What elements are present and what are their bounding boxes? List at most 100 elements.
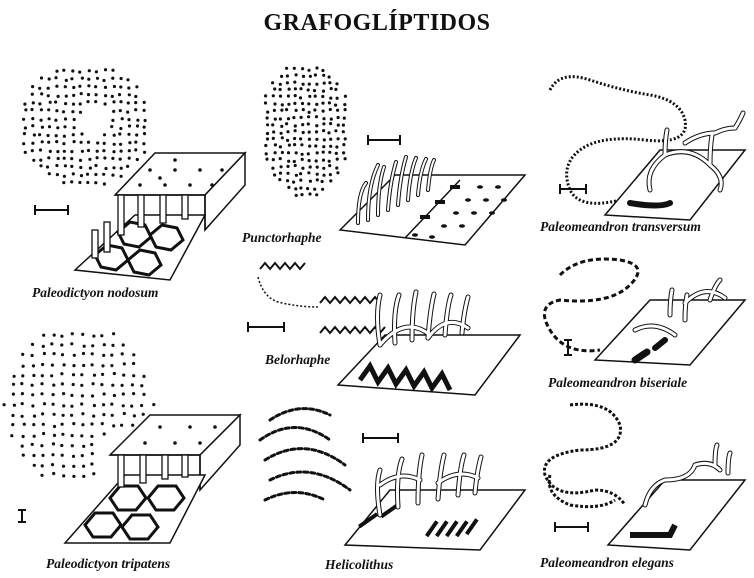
dot: [47, 172, 51, 176]
dot: [71, 102, 76, 106]
dot: [273, 87, 277, 91]
dot: [293, 129, 297, 133]
dot: [320, 179, 324, 184]
dot: [313, 94, 317, 98]
panel-paleomeandron-biseriale: Paleomeandron biseriale: [520, 245, 754, 395]
dot: [52, 412, 56, 416]
dot: [142, 132, 147, 136]
dot: [141, 412, 145, 416]
dot: [315, 66, 319, 70]
dot: [82, 474, 86, 478]
dot: [30, 85, 35, 89]
dot: [285, 81, 289, 85]
dot: [60, 382, 64, 386]
dot: [62, 181, 66, 185]
dot: [39, 158, 43, 162]
dot: [286, 151, 291, 155]
dot: [62, 156, 66, 160]
dot: [46, 133, 50, 138]
dot: [71, 172, 75, 176]
dot: [62, 174, 66, 178]
dot: [80, 132, 84, 136]
panel-paleodictyon-tripatens: Paleodictyon tripatens: [0, 315, 260, 577]
dot: [103, 68, 108, 72]
panel-belorhaphe: Belorhaphe: [240, 255, 530, 405]
dot: [265, 157, 269, 161]
dot: [71, 382, 75, 387]
dot: [329, 117, 333, 121]
dot: [72, 464, 76, 468]
dot: [314, 159, 318, 163]
dot: [321, 109, 325, 113]
dot: [41, 412, 45, 416]
dot: [70, 444, 74, 448]
dot: [64, 94, 68, 98]
dot: [271, 94, 275, 98]
dot: [102, 432, 106, 436]
dot: [134, 140, 138, 144]
dot: [119, 76, 123, 81]
dot: [314, 115, 319, 119]
dot: [30, 149, 34, 153]
dot: [40, 92, 44, 96]
dot: [294, 173, 298, 177]
dot: [78, 180, 82, 185]
dot: [307, 159, 311, 163]
dot: [86, 100, 90, 104]
dot: [102, 149, 106, 153]
dot: [342, 116, 346, 120]
dot: [112, 133, 116, 137]
dot: [40, 374, 44, 378]
dot: [278, 171, 283, 175]
dot: [111, 68, 115, 72]
dot: [327, 131, 331, 135]
dot: [122, 411, 126, 416]
dot: [80, 149, 84, 153]
dot: [22, 422, 26, 426]
dot: [299, 87, 303, 91]
dot: [265, 131, 270, 136]
dot: [273, 143, 277, 147]
dot: [80, 394, 84, 398]
dot: [121, 404, 125, 408]
dot: [102, 343, 106, 347]
dot: [96, 141, 100, 145]
dot: [70, 434, 74, 438]
dot: [301, 130, 305, 135]
dot: [94, 70, 98, 74]
dot: [32, 434, 36, 438]
dot: [343, 94, 347, 98]
dot: [31, 364, 36, 368]
dot: [30, 353, 34, 358]
dot: [111, 76, 115, 80]
dot: [299, 115, 303, 119]
dot: [328, 81, 332, 85]
dot: [51, 393, 55, 397]
dot: [329, 122, 333, 126]
dot: [82, 363, 86, 368]
dot: [31, 141, 35, 145]
dot: [47, 108, 51, 112]
dot: [21, 434, 25, 439]
dot: [299, 178, 303, 182]
dot: [102, 141, 106, 145]
dot: [62, 68, 66, 72]
dot: [285, 66, 289, 70]
dot: [313, 187, 317, 191]
dot: [335, 145, 339, 149]
dot: [20, 414, 24, 418]
dot: [322, 138, 326, 142]
dot: [56, 156, 60, 161]
dot: [2, 403, 6, 407]
dot: [32, 414, 37, 418]
dot: [273, 151, 277, 155]
dot: [322, 122, 326, 126]
dot: [140, 403, 144, 408]
dot: [72, 85, 76, 90]
dot: [61, 464, 66, 468]
dot: [329, 96, 333, 100]
dot: [343, 137, 347, 141]
dot: [334, 129, 338, 133]
dot: [32, 133, 37, 137]
dot: [78, 84, 82, 88]
